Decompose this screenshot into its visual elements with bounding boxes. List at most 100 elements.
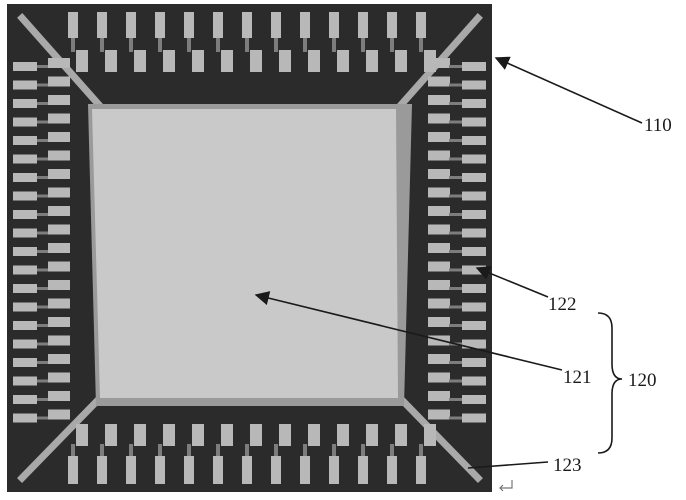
lead-right-inner <box>428 354 450 364</box>
lead-left-inner <box>48 372 70 383</box>
lead-right-outer <box>462 376 486 386</box>
lead-right-inner <box>428 317 450 327</box>
lead-bottom-inner <box>221 424 233 446</box>
lead-left-inner <box>48 95 70 105</box>
lead-right-outer <box>462 62 486 71</box>
lead-right-stem <box>449 287 463 290</box>
lead-top-outer <box>387 12 397 38</box>
lead-bottom-stem <box>158 444 162 458</box>
die-pad <box>92 109 398 398</box>
lead-right-stem <box>449 139 463 142</box>
lead-top-stem <box>187 38 191 52</box>
tie-bar-bottom-right <box>395 393 483 483</box>
lead-top-stem <box>71 38 75 52</box>
lead-bottom-outer <box>329 456 339 484</box>
lead-left-inner <box>48 113 70 124</box>
lead-top-outer <box>416 12 426 38</box>
lead-left-stem <box>37 83 51 87</box>
lead-left-stem <box>37 398 51 401</box>
lead-left-outer <box>13 80 37 90</box>
lead-left-stem <box>37 231 51 235</box>
lead-right-inner <box>428 280 450 290</box>
lead-top-inner <box>221 50 233 72</box>
lead-top-outer <box>300 12 310 38</box>
lead-right-inner <box>428 113 450 124</box>
lead-top-outer <box>329 12 339 38</box>
lead-right-inner <box>428 95 450 105</box>
lead-bottom-outer <box>213 456 223 484</box>
lead-right-outer <box>462 191 486 201</box>
lead-top-inner <box>308 50 320 72</box>
lead-bottom-outer <box>271 456 281 484</box>
lead-right-inner <box>428 187 450 198</box>
lead-right-outer <box>462 302 486 312</box>
lead-left-stem <box>37 176 51 179</box>
lead-bottom-outer <box>416 456 426 484</box>
lead-bottom-outer <box>184 456 194 484</box>
lead-top-stem <box>419 38 423 52</box>
lead-left-outer <box>13 321 37 330</box>
lead-bottom-stem <box>245 444 249 458</box>
lead-bottom-inner <box>250 424 262 446</box>
lead-right-stem <box>449 416 463 420</box>
lead-right-stem <box>449 305 463 309</box>
lead-right-inner <box>428 372 450 383</box>
lead-top-inner <box>192 50 204 72</box>
lead-right-inner <box>428 206 450 216</box>
lead-left-outer <box>13 99 37 108</box>
lead-top-inner <box>134 50 146 72</box>
lead-left-outer <box>13 339 37 349</box>
lead-left-stem <box>37 268 51 272</box>
lead-left-outer <box>13 247 37 256</box>
lead-left-outer <box>13 395 37 404</box>
lead-top-outer <box>155 12 165 38</box>
lead-top-inner <box>105 50 117 72</box>
lead-left-inner <box>48 335 70 346</box>
lead-top-outer <box>68 12 78 38</box>
lead-top-stem <box>100 38 104 52</box>
lead-right-outer <box>462 358 486 367</box>
lead-bottom-stem <box>187 444 191 458</box>
lead-top-inner <box>76 50 88 72</box>
lead-bottom-inner <box>76 424 88 446</box>
label-122: 122 <box>548 294 577 315</box>
lead-top-outer <box>184 12 194 38</box>
lead-top-stem <box>274 38 278 52</box>
lead-top-inner <box>279 50 291 72</box>
lead-right-stem <box>449 65 463 68</box>
lead-right-outer <box>462 284 486 293</box>
lead-top-stem <box>129 38 133 52</box>
return-glyph-icon <box>499 480 513 492</box>
lead-right-inner <box>428 261 450 272</box>
label-120: 120 <box>628 370 657 391</box>
lead-left-stem <box>37 102 51 105</box>
lead-bottom-outer <box>358 456 368 484</box>
tie-bar-bottom-left <box>17 393 105 483</box>
lead-left-stem <box>37 194 51 198</box>
lead-left-stem <box>37 250 51 253</box>
lead-left-outer <box>13 191 37 201</box>
lead-left-inner <box>48 150 70 161</box>
lead-bottom-inner <box>424 424 436 446</box>
lead-right-outer <box>462 413 486 423</box>
lead-bottom-inner <box>105 424 117 446</box>
lead-right-stem <box>449 398 463 401</box>
lead-right-stem <box>449 361 463 364</box>
lead-left-inner <box>48 132 70 142</box>
lead-right-stem <box>449 157 463 161</box>
lead-left-inner <box>48 58 70 68</box>
lead-top-outer <box>126 12 136 38</box>
lead-bottom-stem <box>71 444 75 458</box>
lead-right-inner <box>428 150 450 161</box>
lead-top-stem <box>332 38 336 52</box>
lead-right-outer <box>462 265 486 275</box>
lead-left-outer <box>13 136 37 145</box>
lead-top-outer <box>271 12 281 38</box>
lead-left-inner <box>48 243 70 253</box>
arrow-110 <box>494 56 643 124</box>
lead-bottom-outer <box>300 456 310 484</box>
lead-top-inner <box>395 50 407 72</box>
lead-right-outer <box>462 210 486 219</box>
lead-left-inner <box>48 298 70 309</box>
lead-bottom-outer <box>126 456 136 484</box>
